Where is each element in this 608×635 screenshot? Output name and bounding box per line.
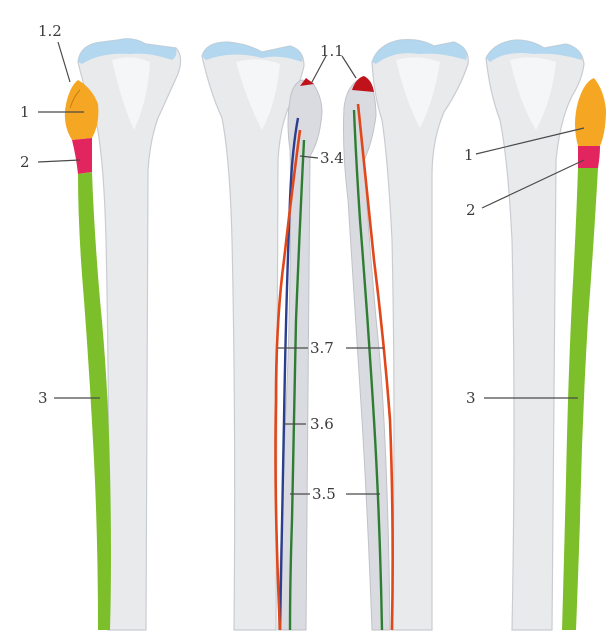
label-1-1: 1.1 [320,42,344,60]
fibula-head-d [575,78,606,146]
fibula-shaft-d [562,168,598,630]
label-3-left: 3 [38,389,48,407]
fibula-d [562,78,606,630]
figure-c [344,40,469,630]
label-1-2: 1.2 [38,22,62,40]
figure-d [486,40,606,630]
label-2-left: 2 [20,153,30,171]
fibula-c [344,80,391,630]
fibula-neck-d [578,146,600,168]
label-3-7: 3.7 [310,339,334,357]
apex-c [352,76,374,92]
figure-b [202,42,322,630]
label-3-5: 3.5 [312,485,336,503]
label-3-4: 3.4 [320,149,344,167]
figure-a [65,39,181,630]
label-3-6: 3.6 [310,415,334,433]
label-1-left: 1 [20,103,30,121]
fibula-neck-a [72,138,92,174]
label-3-right: 3 [466,389,476,407]
label-1-right: 1 [464,146,474,164]
label-2-right: 2 [466,201,476,219]
